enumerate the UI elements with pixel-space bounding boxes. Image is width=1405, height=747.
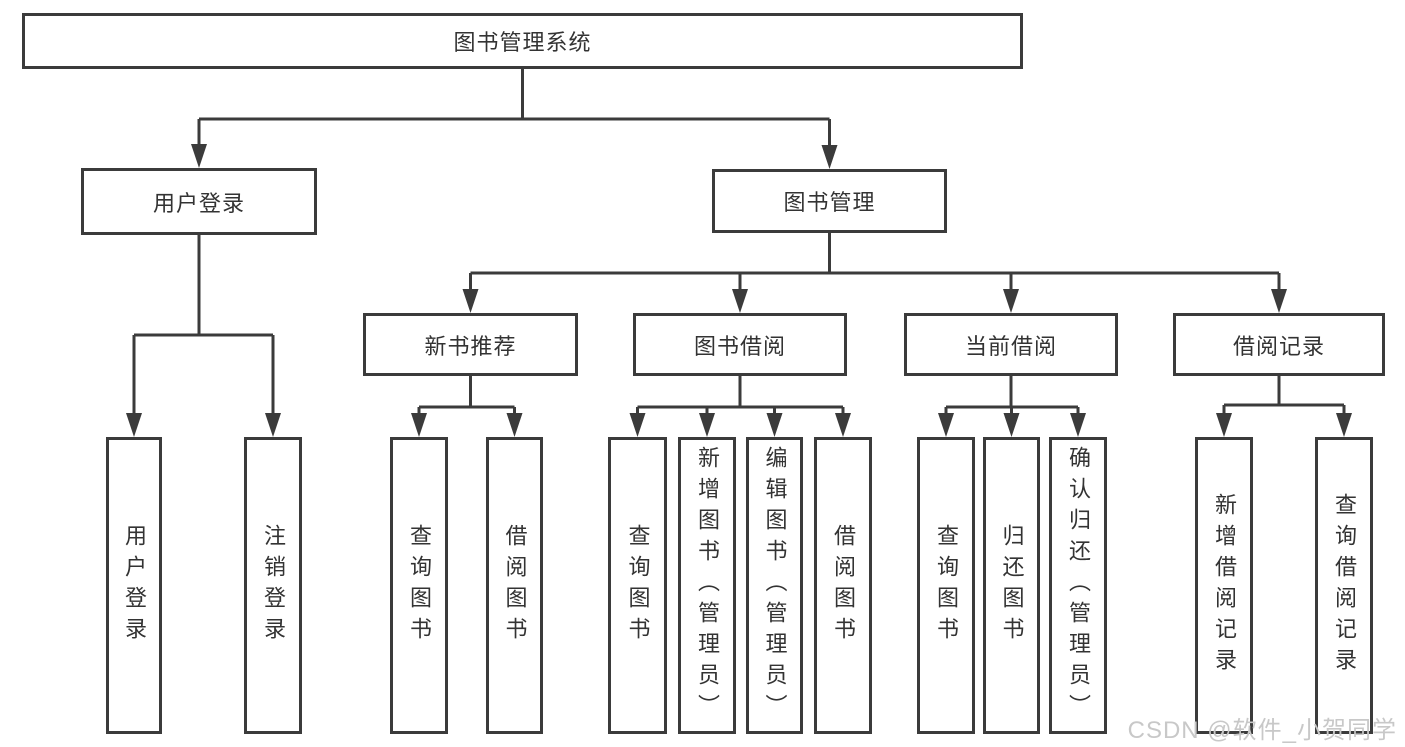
watermark: CSDN @软件_小贺同学 [1127, 717, 1397, 744]
leaf-add-borrow-record: 新增借阅记录 [1195, 437, 1253, 734]
node-user-login: 用户登录 [81, 168, 317, 235]
node-book-borrowing: 图书借阅 [633, 313, 847, 376]
leaf-borrow-books-recommend: 借阅图书 [486, 437, 543, 734]
leaf-edit-books-admin: 编辑图书（管理员） [746, 437, 803, 734]
leaf-return-books: 归还图书 [983, 437, 1040, 734]
leaf-confirm-return-admin: 确认归还（管理员） [1049, 437, 1107, 734]
node-library-management-system: 图书管理系统 [22, 13, 1023, 69]
node-borrowing-records: 借阅记录 [1173, 313, 1385, 376]
leaf-user-login: 用户登录 [106, 437, 162, 734]
node-new-book-recommendation: 新书推荐 [363, 313, 578, 376]
node-current-borrowing: 当前借阅 [904, 313, 1118, 376]
leaf-add-books-admin: 新增图书（管理员） [678, 437, 736, 734]
leaf-logout: 注销登录 [244, 437, 302, 734]
leaf-query-books-recommend: 查询图书 [390, 437, 448, 734]
leaf-borrow-books: 借阅图书 [814, 437, 872, 734]
leaf-query-borrow-record: 查询借阅记录 [1315, 437, 1373, 734]
leaf-query-books-borrowing: 查询图书 [608, 437, 667, 734]
node-book-management: 图书管理 [712, 169, 947, 233]
leaf-query-books-current: 查询图书 [917, 437, 975, 734]
